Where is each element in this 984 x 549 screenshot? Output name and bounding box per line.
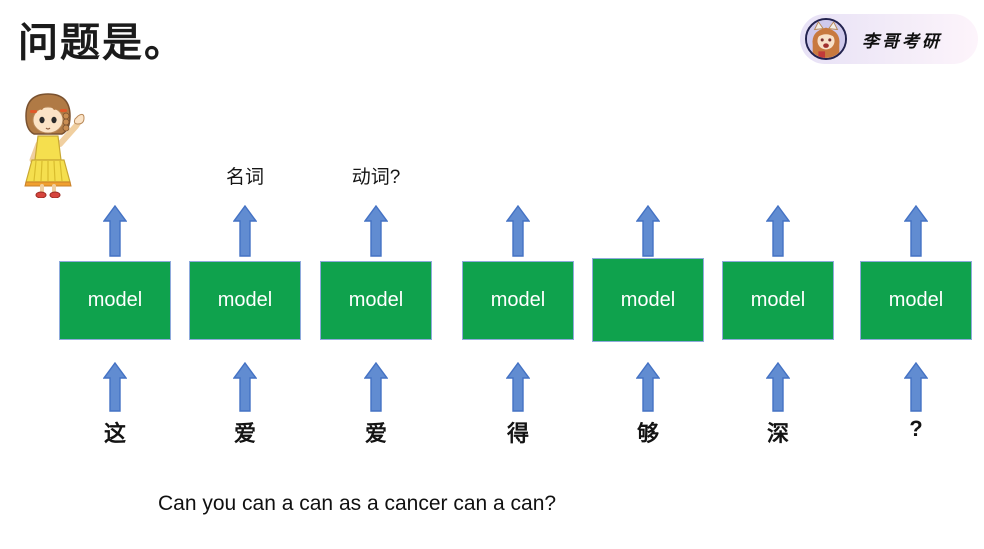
model-column-5: model 够 [592, 160, 704, 460]
model-box: model [462, 261, 574, 340]
model-box: model [722, 261, 834, 340]
up-arrow-icon [636, 205, 660, 257]
model-box: model [860, 261, 972, 340]
input-token: 得 [506, 421, 529, 446]
pos-tag-label: 动词? [351, 167, 401, 188]
up-arrow-icon [904, 205, 928, 257]
up-arrow-icon [364, 362, 388, 412]
input-token: 深 [766, 421, 789, 446]
girl-illustration-icon [24, 93, 85, 198]
model-box: model [189, 261, 301, 340]
model-box: model [320, 261, 432, 340]
model-column-2: 名词 model 爱 [189, 160, 301, 460]
up-arrow-icon [506, 205, 530, 257]
up-arrow-icon [103, 205, 127, 257]
model-column-3: 动词? model 爱 [320, 160, 432, 460]
model-column-7: model ? [860, 160, 972, 460]
up-arrow-icon [506, 362, 530, 412]
up-arrow-icon [364, 205, 388, 257]
up-arrow-icon [233, 205, 257, 257]
model-box: model [592, 258, 704, 342]
input-token: ? [909, 416, 923, 441]
up-arrow-icon [103, 362, 127, 412]
pos-tag-label [452, 162, 584, 188]
pos-tag-label [49, 162, 181, 188]
example-sentence: Can you can a can as a cancer can a can? [158, 492, 557, 515]
page-title: 问题是。 [18, 19, 186, 66]
model-box: model [59, 261, 171, 340]
brand-avatar-icon [805, 18, 847, 60]
model-column-6: model 深 [722, 160, 834, 460]
brand-name: 李哥考研 [862, 31, 942, 51]
model-column-1: model 这 [59, 160, 171, 460]
up-arrow-icon [766, 205, 790, 257]
input-token: 这 [103, 421, 126, 446]
input-token: 够 [636, 421, 659, 446]
anime-girl-avatar-icon [807, 20, 845, 58]
input-token: 爱 [233, 421, 256, 446]
pos-tag-label [712, 162, 844, 188]
model-column-4: model 得 [462, 160, 574, 460]
up-arrow-icon [904, 362, 928, 412]
pos-tag-label [850, 162, 982, 188]
pos-tag-label: 名词 [225, 167, 264, 188]
up-arrow-icon [233, 362, 257, 412]
up-arrow-icon [636, 362, 660, 412]
brand-badge: 李哥考研 [800, 14, 978, 64]
pos-tag-label [582, 162, 714, 188]
input-token: 爱 [364, 421, 387, 446]
up-arrow-icon [766, 362, 790, 412]
